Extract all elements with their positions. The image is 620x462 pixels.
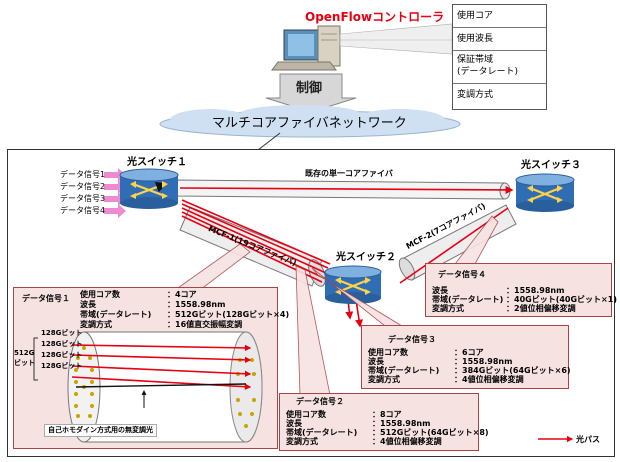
param-item: 使用波長 (457, 34, 494, 44)
controller-computer-icon (271, 25, 341, 71)
panel-value: ：1558.98nm (454, 357, 513, 366)
unmodulated-light-note: 自己ホモダイン方式用の無変調光 (44, 424, 157, 437)
panel-key: 使用コア数 (80, 290, 120, 299)
panel-value: ：16値直交振幅変調 (167, 320, 243, 329)
legend-label: 光パス (576, 435, 600, 444)
switch1-label: 光スイッチ１ (127, 157, 187, 168)
parameter-box: 使用コア 使用波長 保証帯域 (データレート) 変調方式 (452, 4, 547, 110)
switch3-icon (515, 173, 575, 212)
bundle-label-bit: ビット (14, 359, 35, 367)
panel-value: ：40Gビット(40Gビット×1) (506, 295, 617, 304)
panel-key: 波長 (432, 286, 448, 295)
panel-key: 波長 (286, 419, 302, 428)
panel-key: 帯域(データレート) (432, 295, 504, 304)
param-item: (データレート) (457, 67, 519, 77)
control-arrow (265, 73, 357, 113)
panel-value: ：512Gビット(64Gビット×8) (372, 428, 489, 437)
panel-signal3: データ信号３ 使用コア数 ：6コア 波長 ：1558.98nm 帯域(データレー… (361, 325, 571, 389)
panel-key: 使用コア数 (286, 410, 326, 419)
panel-signal4: データ信号４ 波長 ：1558.98nm 帯域(データレート) ：40Gビット(… (425, 263, 617, 317)
input-signal-label: データ信号4 (60, 206, 106, 215)
panel-signal1: データ信号１ 使用コア数 ：4コア 波長 ：1558.98nm 帯域(データレー… (13, 287, 289, 449)
controller-title: OpenFlowコントローラ (305, 10, 445, 24)
control-label: 制御 (296, 81, 323, 96)
panel-title: データ信号４ (438, 270, 486, 279)
panel-value: ：6コア (454, 348, 484, 357)
switch3-label: 光スイッチ３ (521, 160, 581, 171)
panel-title: データ信号１ (22, 294, 70, 303)
switch2-label: 光スイッチ２ (336, 252, 396, 263)
panel-key: 波長 (368, 357, 384, 366)
panel-value: ：384Gビット(64Gビット×6) (454, 366, 571, 375)
bundle-label-512g: 512G (14, 349, 35, 357)
panel-key: 変調方式 (80, 320, 112, 329)
existing-fiber-label: 既存の単一コアファイバ (305, 169, 393, 178)
input-signal-label: データ信号1 (60, 170, 106, 179)
input-signal-label: データ信号2 (60, 182, 106, 191)
panel-title: データ信号２ (296, 397, 344, 406)
switch1-icon (119, 168, 179, 209)
controller-graphics (159, 23, 461, 150)
panel-value: ：1558.98nm (506, 286, 565, 295)
param-item: 使用コア (457, 11, 494, 21)
panel-key: 変調方式 (368, 375, 400, 384)
panel-value: ：512Gビット(128Gビット×4) (167, 310, 290, 319)
panel-key: 変調方式 (286, 437, 318, 446)
input-signal-label: データ信号3 (60, 194, 106, 203)
panel-signal2: データ信号２ 使用コア数 ：8コア 波長 ：1558.98nm 帯域(データレー… (279, 393, 489, 451)
panel-value: ：4コア (167, 290, 197, 299)
panel-title: データ信号３ (388, 335, 436, 344)
mcf-crosssection (33, 331, 263, 443)
network-cloud (159, 105, 461, 138)
panel-key: 帯域(データレート) (286, 428, 358, 437)
channel-label: 128Gビット (41, 340, 83, 348)
param-item: 保証帯域 (457, 55, 494, 65)
panel-value: ：4値位相偏移変調 (454, 375, 524, 384)
panel-value: ：4値位相偏移変調 (372, 437, 442, 446)
panel-key: 帯域(データレート) (368, 366, 440, 375)
network-label: マルチコアファイバネットワーク (212, 116, 407, 131)
panel-value: ：1558.98nm (372, 419, 431, 428)
panel-key: 使用コア数 (368, 348, 408, 357)
panel-value: ：2値位相偏移変調 (506, 304, 576, 313)
channel-label: 128Gビット (41, 362, 83, 370)
channel-label: 128Gビット (41, 329, 83, 337)
panel-key: 帯域(データレート) (80, 310, 152, 319)
panel-value: ：8コア (372, 410, 402, 419)
panel-key: 波長 (80, 300, 96, 309)
channel-label: 128Gビット (41, 351, 83, 359)
param-item: 変調方式 (457, 90, 494, 100)
panel-value: ：1558.98nm (167, 300, 226, 309)
panel-key: 変調方式 (432, 304, 464, 313)
